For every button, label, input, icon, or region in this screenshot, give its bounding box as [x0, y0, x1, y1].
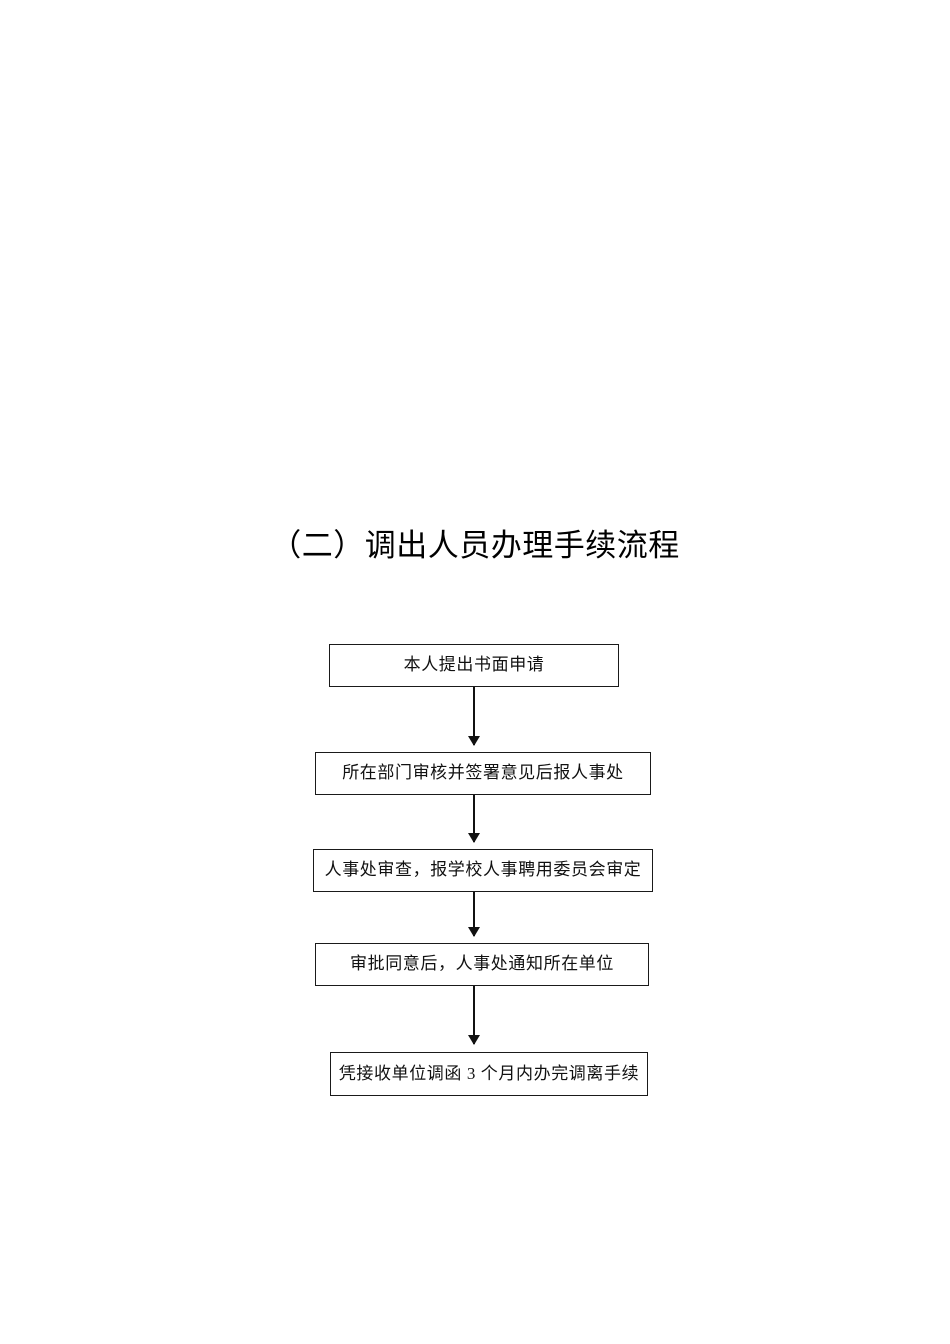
page-title: （二）调出人员办理手续流程: [270, 528, 680, 564]
flow-arrow-step-1-to-step-2: [473, 687, 475, 745]
flow-arrow-step-2-to-step-3: [473, 795, 475, 842]
flow-node-step-5: 凭接收单位调函 3 个月内办完调离手续: [330, 1052, 648, 1096]
flow-arrow-step-4-to-step-5: [473, 986, 475, 1044]
flow-node-step-1: 本人提出书面申请: [329, 644, 619, 687]
flow-node-label: 审批同意后，人事处通知所在单位: [350, 954, 614, 974]
flow-node-step-2: 所在部门审核并签署意见后报人事处: [315, 752, 651, 795]
flow-node-step-3: 人事处审查，报学校人事聘用委员会审定: [313, 849, 653, 892]
flow-node-label: 凭接收单位调函 3 个月内办完调离手续: [338, 1063, 640, 1083]
flow-node-label: 人事处审查，报学校人事聘用委员会审定: [324, 860, 642, 880]
flow-arrow-step-3-to-step-4: [473, 892, 475, 936]
flow-node-label: 本人提出书面申请: [403, 655, 545, 675]
flow-node-step-4: 审批同意后，人事处通知所在单位: [315, 943, 649, 986]
flow-node-label: 所在部门审核并签署意见后报人事处: [342, 763, 624, 783]
